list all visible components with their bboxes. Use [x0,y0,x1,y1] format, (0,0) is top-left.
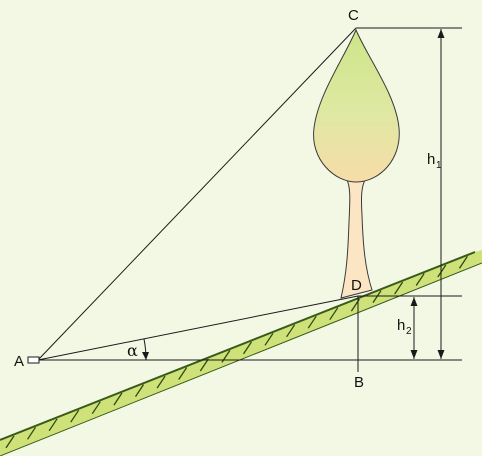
ground-hatch-mark [329,307,339,321]
label-point-b: B [354,374,364,391]
ground-hatch-mark [437,264,447,278]
label-h1-subscript: 1 [436,160,442,171]
label-point-c: C [348,7,359,24]
ground-hatch-mark [113,392,123,406]
ground-hatch-mark [26,426,37,440]
h1-arrowhead-top [437,29,445,38]
ground-hatch-mark [199,358,209,372]
ground-hatch-mark [91,401,101,415]
ground-hatch-mark [48,418,58,432]
ground-hatch-mark [5,435,15,449]
ground-hatch-mark [264,332,274,346]
ground-slope [0,250,482,456]
label-h1: h [427,151,435,168]
ground-hatch-mark [415,273,425,286]
label-h2-subscript: 2 [406,326,412,337]
h2-arrowhead-top [410,297,418,306]
ground-hatch-mark [307,315,317,329]
ground-hatching [5,256,468,449]
label-angle-alpha: α [127,341,138,360]
ground-hatch-mark [286,324,296,338]
ground-hatch-mark [394,281,404,295]
label-point-a: A [14,353,24,370]
h1-arrowhead-bottom [437,350,445,359]
ground-hatch-mark [458,256,468,269]
ground-hatch-mark [242,341,253,355]
label-h2: h [397,317,405,334]
angle-alpha-arrowhead [142,352,149,360]
ground-hatch-mark [372,290,382,303]
observer-instrument [27,356,40,364]
tree-crown [313,28,400,183]
ground-hatch-mark [70,409,80,423]
ground-hatch-mark [156,375,166,389]
label-point-d: D [351,277,362,294]
ground-hatch-mark [178,367,188,380]
h2-arrowhead-bottom [410,350,418,359]
sight-line-a-to-d [37,295,359,361]
ground-surface-line [0,251,476,441]
tree-trunk [340,177,373,299]
sight-line-a-to-c [37,27,357,361]
ground-hatch-mark [134,384,145,397]
